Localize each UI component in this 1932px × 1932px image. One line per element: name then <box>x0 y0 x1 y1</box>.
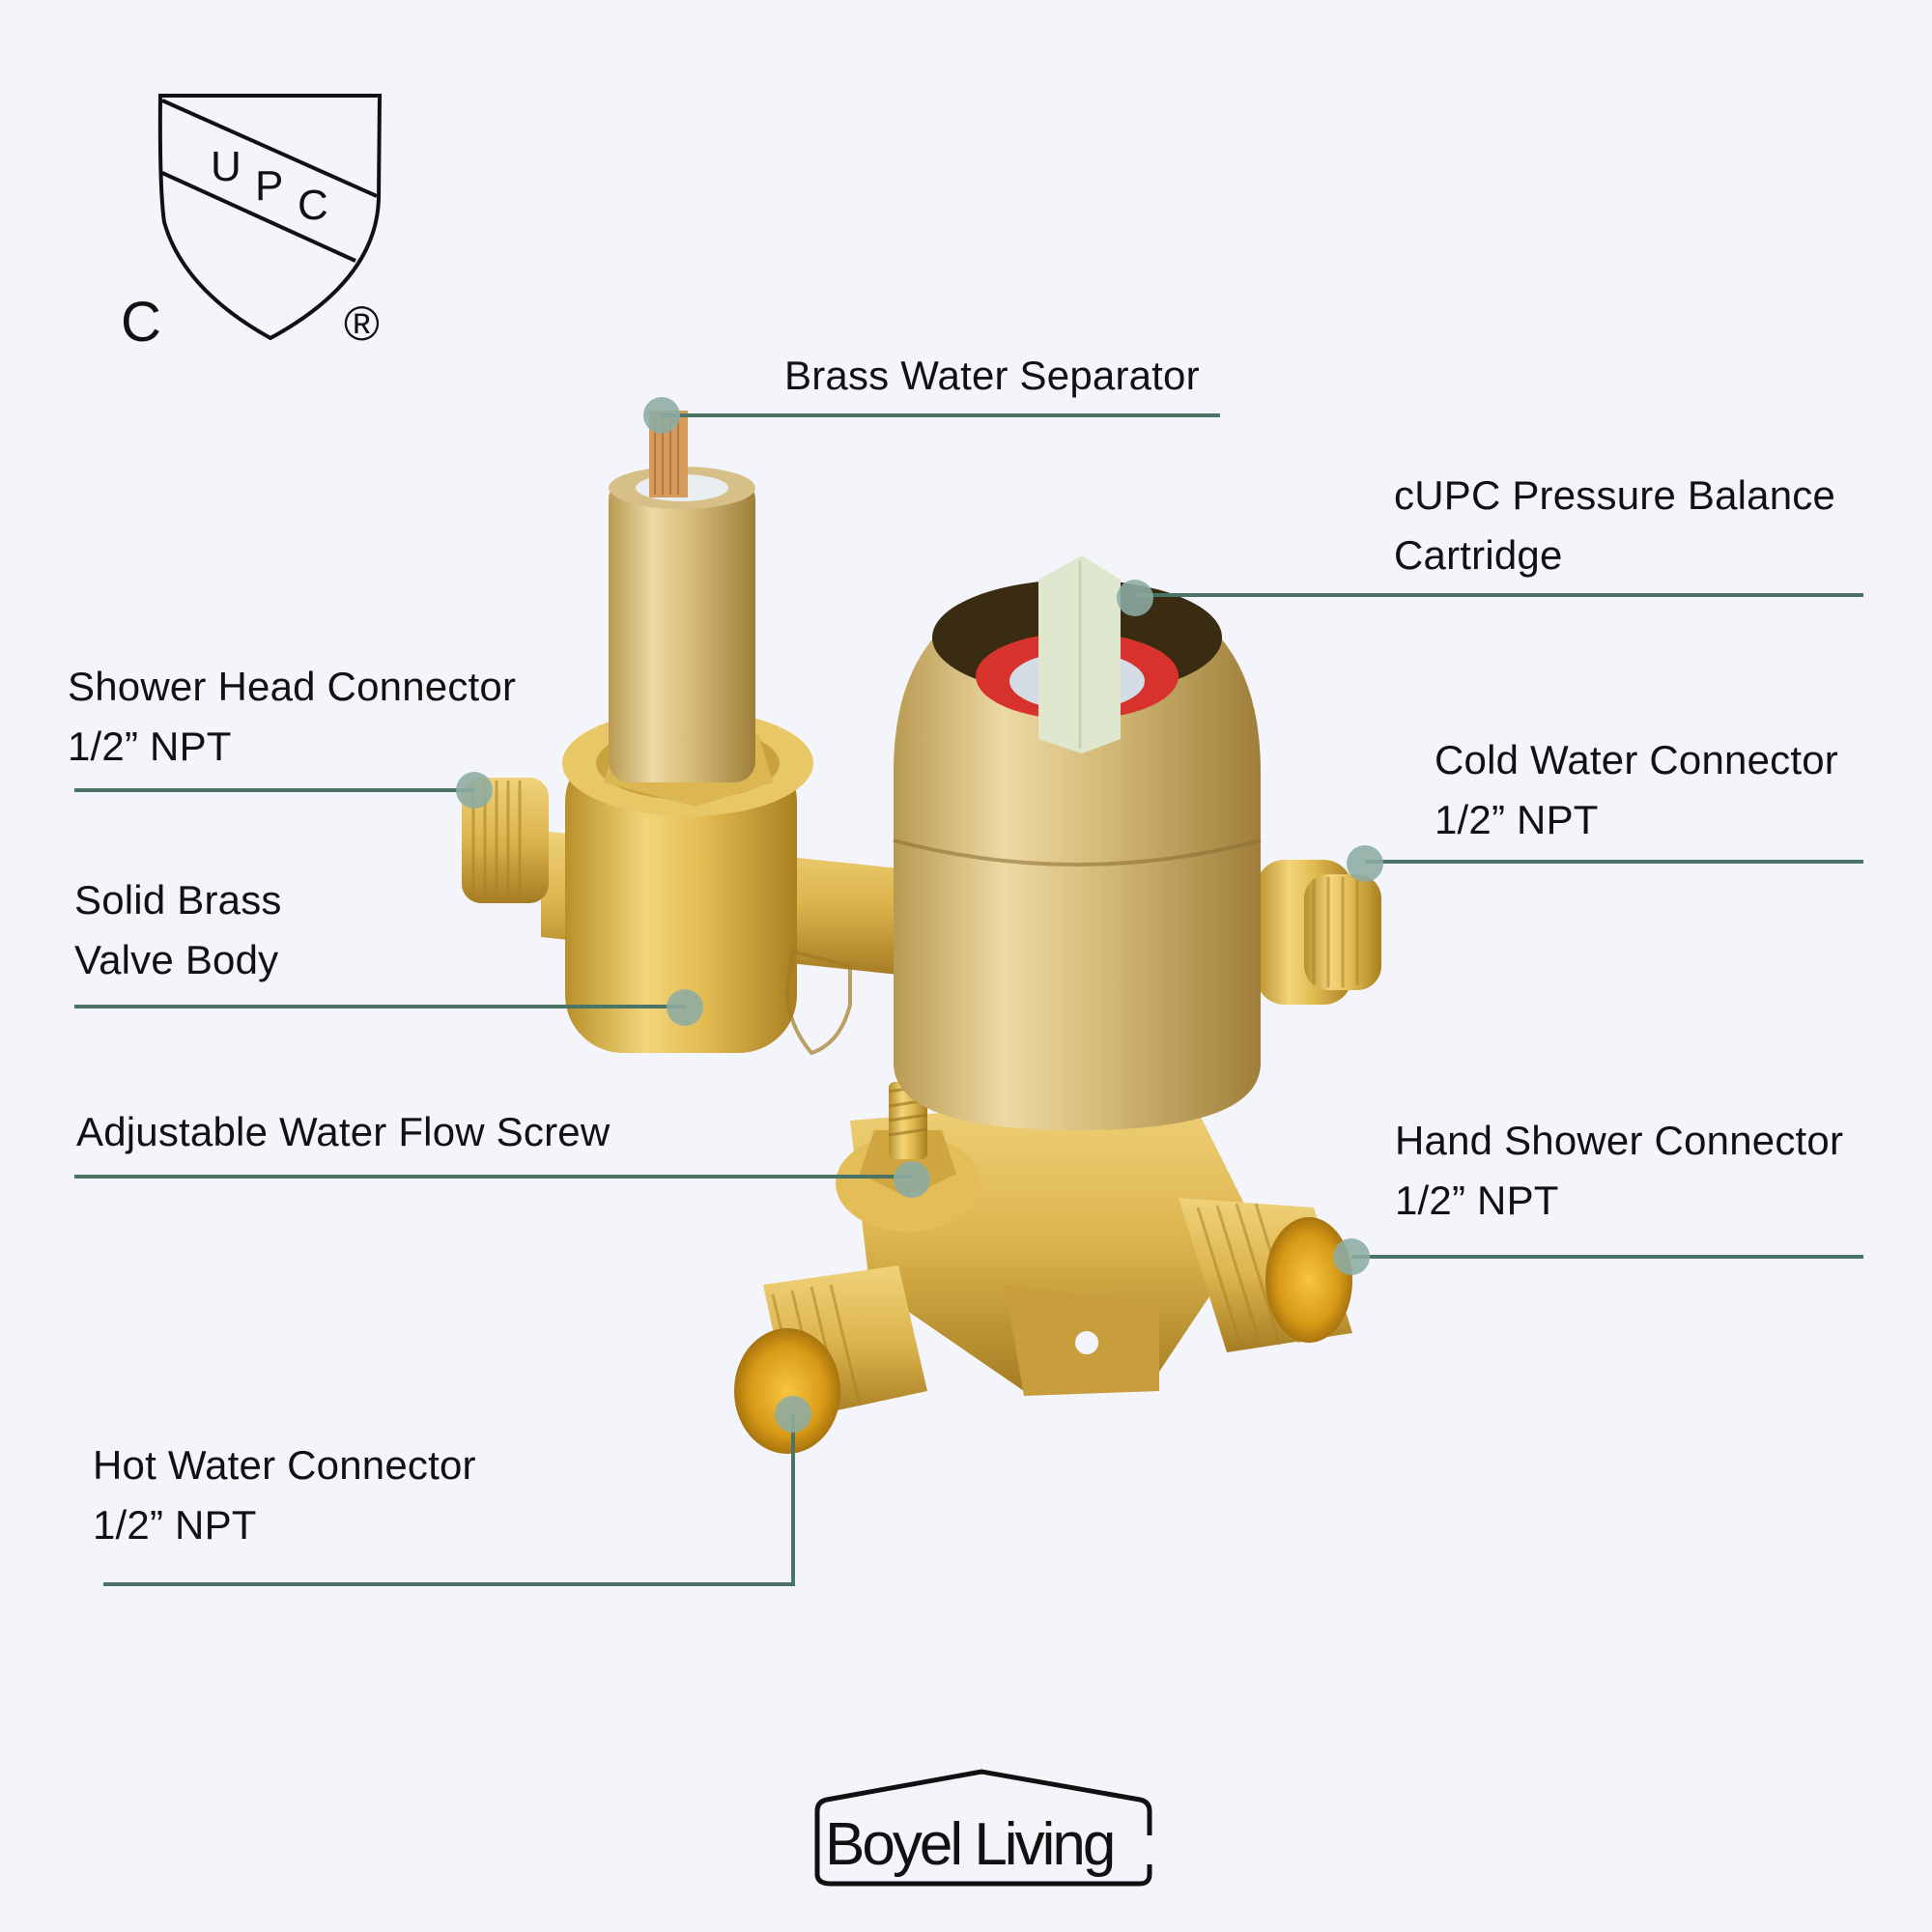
leader-dot <box>1333 1238 1370 1275</box>
leader-line <box>1365 860 1863 864</box>
shield-letter-c: C <box>298 182 328 229</box>
pressure-balance-cartridge <box>893 555 1262 1130</box>
callout-label: cUPC Pressure Balance Cartridge <box>1394 466 1835 585</box>
leader-line <box>74 1005 685 1009</box>
leader-line <box>74 1175 912 1179</box>
callout-line-1: Brass Water Separator <box>784 353 1200 398</box>
callout-label: Solid Brass Valve Body <box>74 870 282 990</box>
house-outline-icon <box>814 1769 1152 1887</box>
leader-dot <box>894 1161 930 1198</box>
callout-line-1: cUPC Pressure Balance <box>1394 472 1836 518</box>
leader-dot <box>1117 580 1153 616</box>
callout-label: Brass Water Separator <box>784 346 1200 406</box>
canada-mark: C <box>121 291 161 354</box>
callout-label: Cold Water Connector 1/2” NPT <box>1435 730 1838 850</box>
callout-line-2: 1/2” NPT <box>1395 1178 1559 1223</box>
leader-dot <box>643 397 680 434</box>
leader-line <box>662 413 1220 417</box>
brand-logo: Boyel Living <box>811 1768 1155 1889</box>
leader-dot <box>775 1396 811 1433</box>
callout-line-1: Adjustable Water Flow Screw <box>76 1109 611 1154</box>
leader-line <box>103 1582 795 1586</box>
callout-line-2: Valve Body <box>74 937 279 982</box>
leader-dot <box>667 989 703 1026</box>
leader-line <box>1135 593 1863 597</box>
callout-label: Hot Water Connector 1/2” NPT <box>93 1435 476 1555</box>
registered-mark: ® <box>344 297 380 351</box>
callout-line-2: Cartridge <box>1394 532 1563 578</box>
leader-line <box>1351 1255 1863 1259</box>
brass-water-separator-stem <box>609 411 755 782</box>
callout-label: Hand Shower Connector 1/2” NPT <box>1395 1111 1843 1231</box>
callout-line-1: Shower Head Connector <box>68 664 517 709</box>
leader-line <box>74 788 474 792</box>
callout-line-1: Solid Brass <box>74 877 282 923</box>
shield-letter-p: P <box>255 162 284 210</box>
callout-line-1: Cold Water Connector <box>1435 737 1838 782</box>
callout-label: Adjustable Water Flow Screw <box>76 1102 610 1162</box>
callout-line-1: Hand Shower Connector <box>1395 1118 1844 1163</box>
brand-name: Boyel Living <box>825 1811 1116 1878</box>
callout-line-1: Hot Water Connector <box>93 1442 476 1488</box>
callout-line-2: 1/2” NPT <box>1435 797 1599 842</box>
leader-line-vertical <box>791 1414 795 1586</box>
cupc-certification-logo: U P C C ® <box>0 0 406 367</box>
leader-dot <box>1347 845 1383 882</box>
callout-label: Shower Head Connector 1/2” NPT <box>68 657 516 777</box>
shield-icon <box>157 94 383 341</box>
shield-letter-u: U <box>211 143 242 190</box>
callout-line-2: 1/2” NPT <box>68 724 232 769</box>
leader-dot <box>456 772 493 809</box>
callout-line-2: 1/2” NPT <box>93 1502 257 1548</box>
